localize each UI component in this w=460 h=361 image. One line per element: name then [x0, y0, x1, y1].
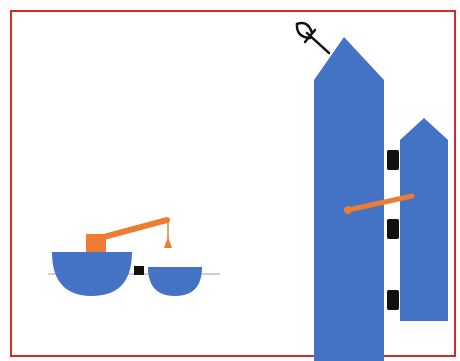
crane-boom: [97, 217, 170, 241]
fender-2: [387, 219, 399, 239]
crane-hook-weight: [164, 237, 172, 248]
pontoon-right-hull: [148, 267, 202, 296]
floating-crane-group: [48, 217, 220, 296]
large-vessel-hull: [314, 37, 384, 361]
moored-vessels-group: [314, 37, 448, 361]
small-vessel-hull: [400, 118, 448, 321]
gangway-arm: [345, 193, 415, 213]
pontoon-connector-fender: [134, 266, 144, 275]
fender-3: [387, 290, 399, 310]
fender-1: [387, 150, 399, 170]
anchor-icon: [295, 21, 331, 55]
gangway-pivot: [344, 206, 352, 214]
pontoon-left-hull: [52, 252, 132, 296]
